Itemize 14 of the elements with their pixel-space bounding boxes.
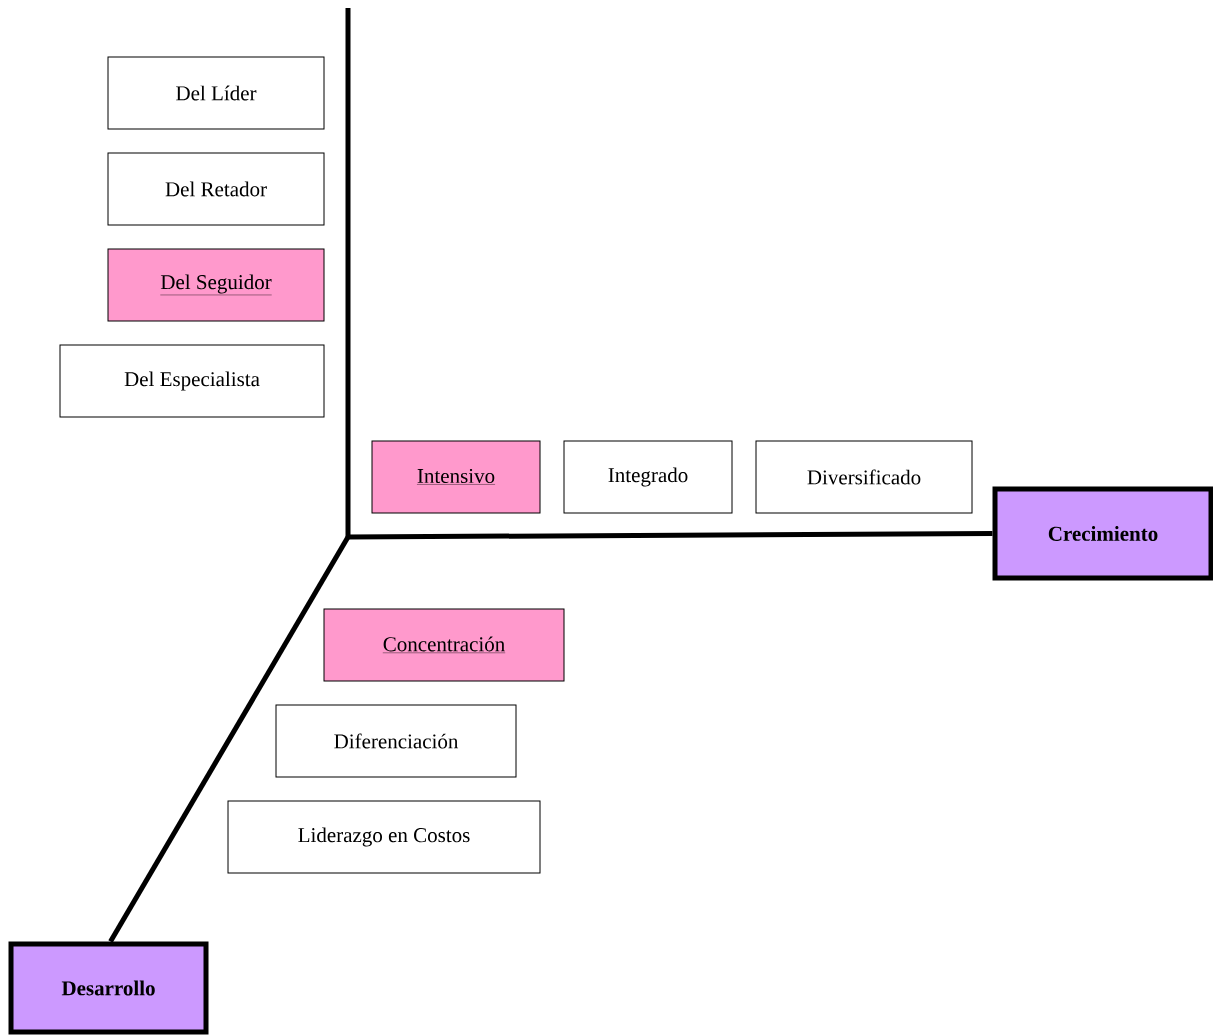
node-box: Integrado: [563, 440, 733, 514]
node-box: Del Retador: [107, 152, 325, 226]
axis-line: [348, 531, 993, 540]
node-box: Del Especialista: [59, 344, 325, 418]
node-box: Diversificado: [755, 440, 973, 514]
node-box: Diferenciación: [275, 704, 517, 778]
axis-label-box: Desarrollo: [8, 941, 209, 1035]
node-box: Liderazgo en Costos: [227, 800, 541, 874]
axis-line: [108, 535, 351, 943]
axis-label-box: Crecimiento: [992, 486, 1213, 581]
node-box: Del Líder: [107, 56, 325, 130]
highlighted-box: Intensivo: [371, 440, 541, 514]
highlighted-box: Del Seguidor: [107, 248, 325, 322]
highlighted-box: Concentración: [323, 608, 565, 682]
